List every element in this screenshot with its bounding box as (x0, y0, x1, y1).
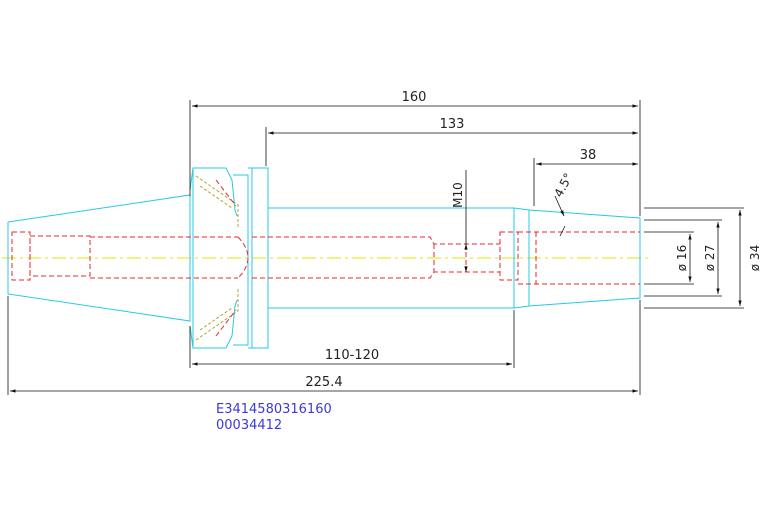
dim-225-4: 225.4 (305, 375, 342, 390)
drive-slot-hatch (195, 175, 239, 341)
dim-m10: M10 (451, 182, 465, 208)
dim-110-120: 110-120 (325, 348, 379, 363)
part-number: E3414580316160 (216, 402, 332, 417)
dim-133: 133 (440, 117, 465, 132)
serial-number: 00034412 (216, 418, 282, 433)
dim-dia-16: ø 16 (675, 245, 689, 271)
dim-160: 160 (402, 90, 427, 105)
dim-dia-34: ø 34 (748, 245, 762, 271)
dimension-lines (7, 100, 744, 395)
dim-38: 38 (580, 148, 597, 163)
dim-dia-27: ø 27 (703, 245, 717, 271)
dim-taper-angle: 4.5° (551, 171, 575, 200)
